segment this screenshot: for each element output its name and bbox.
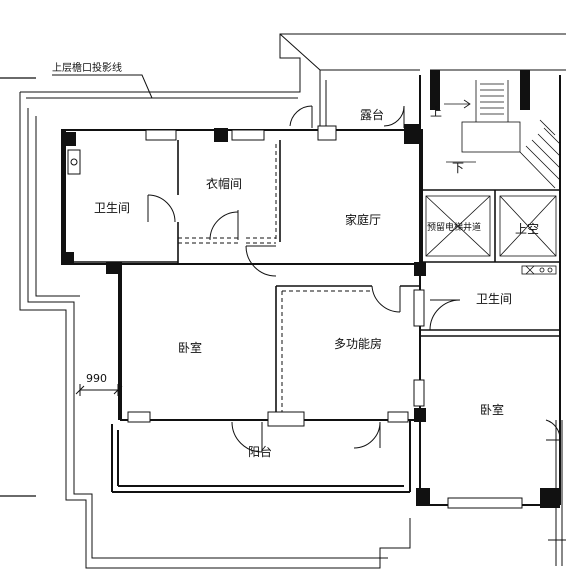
room-label-balcony: 阳台 [248,444,272,459]
dimension-990: 990 [75,372,123,396]
dashed-partitions [178,144,372,420]
windows [127,125,523,509]
room-label-elevator-shaft: 预留电梯井道 [427,221,481,233]
room-label-multi-room: 多功能房 [334,336,382,351]
structural-columns [62,70,560,508]
bathroom-right-fixtures [521,265,557,275]
room-label-bathroom-right: 卫生间 [476,292,512,306]
eave-note-text: 上层檐口投影线 [52,61,122,74]
right-edge-marks [548,420,566,566]
room-label-void: 上空 [515,222,539,236]
interior-walls [62,140,560,420]
room-label-wardrobe: 衣帽间 [206,176,242,191]
room-label-bathroom-left: 卫生间 [94,201,130,215]
exterior-walls [61,75,561,506]
room-label-terrace: 露台 [360,107,384,122]
eave-note: 上层檐口投影线 [52,61,153,99]
bathroom-left-fixtures [67,149,81,175]
room-label-bedroom-right: 卧室 [480,402,504,417]
dimension-label: 990 [86,372,107,385]
left-edge-ticks [0,77,36,497]
shaft-crosses [425,195,557,257]
stair-up-label: 上 [430,105,442,119]
stair-down-label: 下 [452,161,464,175]
room-label-bedroom-left: 卧室 [178,340,202,355]
eave-outline [19,33,566,569]
room-labels: 卫生间 衣帽间 露台 家庭厅 预留电梯井道 上空 卫生间 卧室 多功能房 卧室 … [94,105,539,459]
staircase [444,80,561,189]
room-label-family-hall: 家庭厅 [345,212,381,227]
doors [147,105,561,453]
